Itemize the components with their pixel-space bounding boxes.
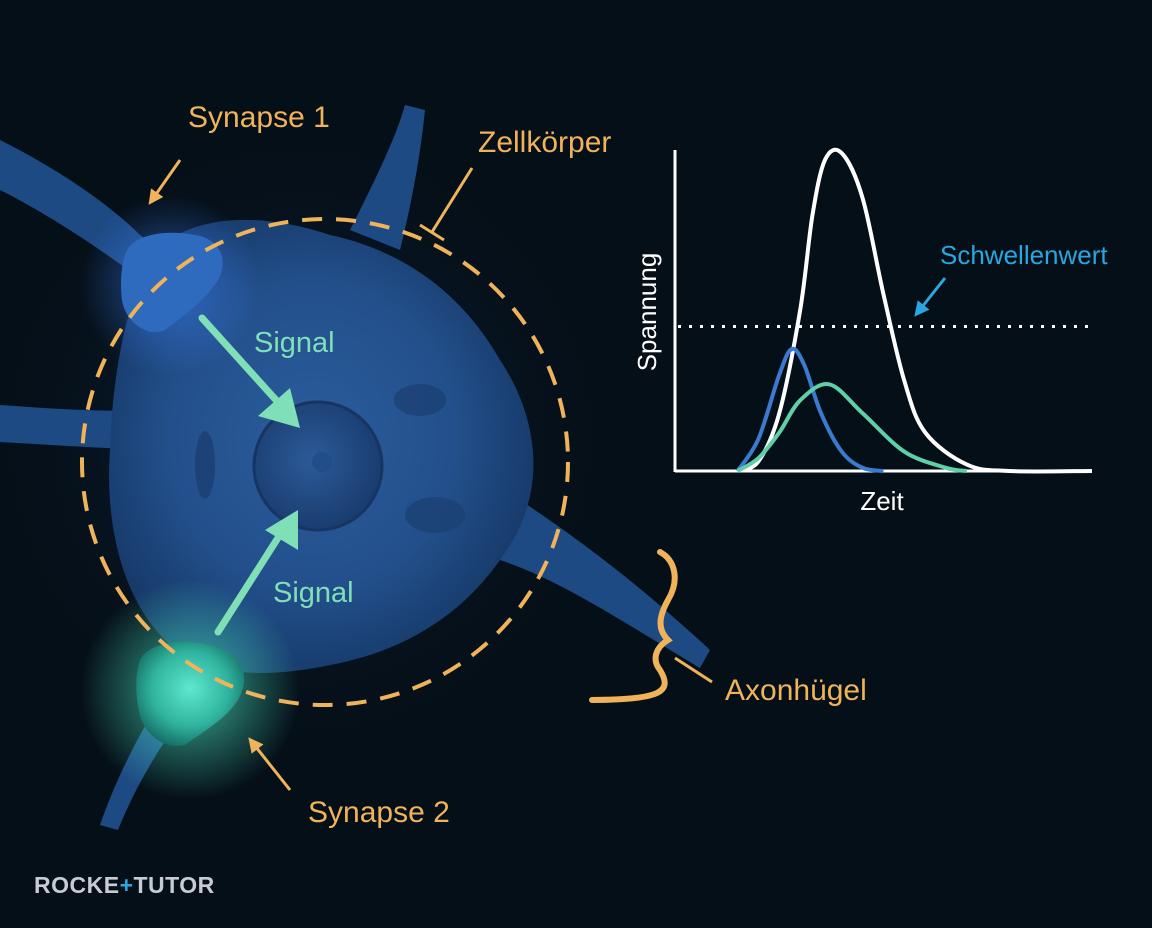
nucleolus [312,452,332,472]
logo-part-1: ROCKE [34,872,120,898]
label-signal-bottom: Signal [273,577,354,609]
label-synapse-2: Synapse 2 [308,796,450,829]
label-signal-top: Signal [254,327,335,359]
pointer-zellkoerper [430,167,474,233]
voltage-graph: Spannung Zeit Schwellenwert [632,147,1108,516]
pointer-zellkoerper-tick [419,223,445,242]
synapse-2 [80,580,300,800]
organelle [405,497,465,533]
dendrite-top [350,105,425,250]
graph-series-blue [735,346,884,473]
graph-threshold-label: Schwellenwert [940,240,1108,270]
graph-series-green [736,382,968,473]
label-synapse-1: Synapse 1 [188,101,330,134]
pointer-axonhuegel [674,656,713,684]
signal-arrow-top-head [258,388,300,428]
logo-plus: + [119,872,134,898]
organelle [195,431,215,499]
signal-arrows [198,314,300,636]
label-axonhuegel: Axonhügel [725,674,867,707]
signal-arrow-top-shaft [198,314,289,414]
cell-body-outline [80,217,570,707]
pointer-synapse-2 [248,737,292,791]
synapse-1-terminal [121,232,223,332]
organelle [394,384,446,416]
signal-arrow-bottom-shaft [214,526,287,636]
graph-series-white [736,147,1093,474]
pointer-synapse-1 [148,159,182,205]
graph-x-label: Zeit [860,486,904,516]
axonhuegel-brace [589,549,678,703]
labels: Synapse 1 Zellkörper Signal Signal Axonh… [148,101,867,829]
graph-y-label: Spannung [632,253,662,372]
rockettutor-logo: ROCKE+TUTOR [34,872,215,899]
synapse-2-terminal [136,642,245,746]
logo-part-2: TUTOR [133,872,215,898]
label-zellkoerper: Zellkörper [478,126,611,159]
pointer-threshold [914,277,947,317]
signal-arrow-bottom-head [265,510,298,550]
